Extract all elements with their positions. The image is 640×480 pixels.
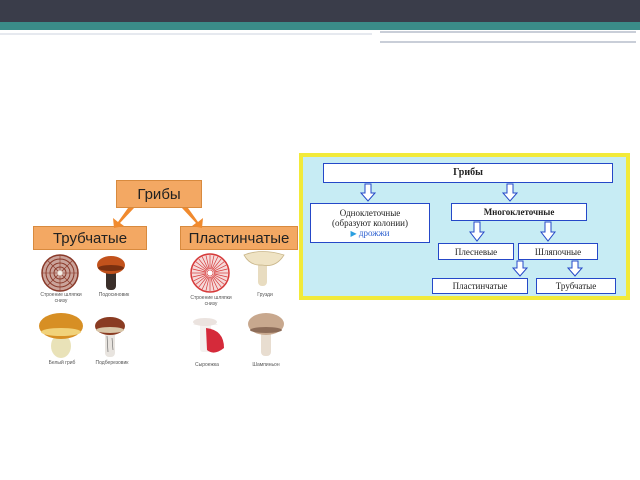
gill-line: [210, 255, 215, 270]
left-lamellar-box: Пластинчатые: [180, 226, 298, 250]
gill-line: [213, 264, 227, 272]
russula-image: [193, 318, 224, 353]
unicellular-box: Одноклеточные (образуют колонии) ▶ дрожж…: [310, 203, 430, 243]
mold-box: Плесневые: [438, 243, 514, 260]
white-mushroom-image: [39, 313, 83, 358]
header-bar: [0, 0, 640, 22]
right-lamellar-box: Пластинчатые: [432, 278, 528, 294]
multicellular-box: Многоклеточные: [451, 203, 587, 221]
gill-line: [193, 274, 207, 282]
aspen-bolete-image: [97, 256, 125, 290]
champignon-image: [248, 313, 284, 356]
mold-label: Плесневые: [454, 246, 498, 257]
gill-line: [213, 268, 228, 273]
right-root-label: Грибы: [453, 167, 483, 178]
orange-arrow-right: [182, 208, 203, 228]
gill-line: [212, 275, 225, 285]
unicellular-sub: ▶ дрожжи: [350, 228, 389, 239]
gill-line: [213, 274, 227, 282]
gill-line: [212, 261, 225, 271]
unicellular-note: (образуют колонии): [332, 217, 408, 228]
gill-line: [211, 256, 219, 270]
gill-line: [195, 261, 208, 271]
caption-tubular-structure: Строение шляпки снизу: [40, 292, 82, 304]
yeast-label: дрожжи: [358, 227, 390, 238]
gill-line: [205, 255, 210, 270]
gill-line: [195, 275, 208, 285]
caption-milk-cap: Грузди: [257, 292, 273, 298]
gill-line: [201, 256, 209, 270]
left-root-label: Грибы: [137, 185, 181, 203]
gill-line: [192, 268, 207, 273]
right-lamellar-label: Пластинчатые: [452, 281, 508, 291]
left-lamellar-label: Пластинчатые: [188, 229, 290, 247]
orange-arrow-left: [113, 208, 134, 228]
left-tubular-box: Трубчатые: [33, 226, 147, 250]
gill-line: [212, 258, 222, 271]
gill-line: [212, 275, 222, 288]
right-root-box: Грибы: [323, 163, 613, 183]
caption-champignon: Шампиньон: [252, 362, 280, 368]
caption-white-mushroom: Белый гриб: [48, 360, 76, 366]
caption-lamellar-structure: Строение шляпки снизу: [190, 295, 232, 307]
right-tubular-label: Трубчатые: [555, 281, 597, 291]
gill-line: [201, 276, 209, 290]
gill-line: [210, 276, 215, 291]
gill-line: [192, 273, 207, 278]
gill-line: [193, 264, 207, 272]
caption-aspen-bolete: Подосиновик: [98, 292, 130, 298]
right-tubular-box: Трубчатые: [536, 278, 616, 294]
gill-line: [198, 258, 208, 271]
gill-line: [198, 275, 208, 288]
gill-line: [211, 276, 219, 290]
tubular-cap-structure-image: [41, 254, 79, 292]
gill-line: [205, 276, 210, 291]
header-divider-right: [380, 31, 636, 43]
header-divider-left: [0, 33, 372, 35]
multicellular-label: Многоклеточные: [483, 207, 555, 217]
birch-bolete-image: [95, 317, 125, 357]
lamellar-cap-structure-image: [190, 253, 230, 293]
hat-fungi-label: Шляпочные: [534, 246, 582, 257]
milk-cap-image: [243, 251, 285, 286]
unicellular-label: Одноклеточные: [339, 207, 401, 218]
caption-russula: Сыроежка: [195, 362, 219, 368]
header-accent-stripe: [0, 22, 640, 30]
triangle-bullet-icon: ▶: [350, 228, 357, 238]
gill-line: [213, 273, 228, 278]
caption-birch-bolete: Подберезовик: [95, 360, 129, 366]
left-root-box: Грибы: [116, 180, 202, 208]
left-tubular-label: Трубчатые: [52, 229, 128, 247]
hat-fungi-box: Шляпочные: [518, 243, 598, 260]
